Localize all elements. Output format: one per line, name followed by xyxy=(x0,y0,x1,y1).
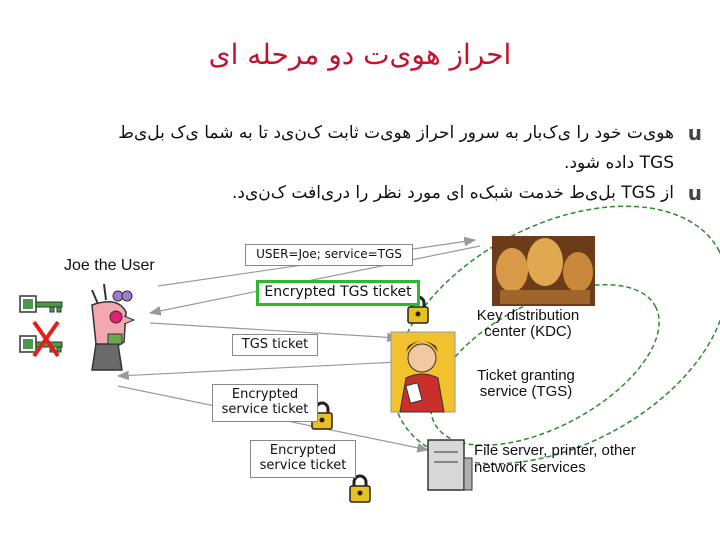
file-server-label: File server, printer, other network serv… xyxy=(474,442,636,476)
tgs-group-outline xyxy=(430,283,660,447)
user-label: Joe the User xyxy=(64,257,155,274)
bullet-line: از TGS بل‌ی‌ط خدمت شبک‌ه ای مورد نظر را … xyxy=(232,183,674,203)
slide-title: احراز هوی‌ت دو مرحله ای xyxy=(208,38,512,71)
cerberus-icon xyxy=(492,236,595,306)
encrypted-tgs-ticket-box: Encrypted TGS ticket xyxy=(256,280,420,306)
arrow-service-ticket-return xyxy=(116,361,399,381)
bullet-item-1: u هوی‌ت خود را ی‌ک‌بار به سرور احراز هوی… xyxy=(42,118,702,178)
encrypted-service-ticket-box-1: Encrypted service ticket xyxy=(212,384,318,422)
file-server-icon xyxy=(427,439,473,491)
kdc-label: Key distribution center (KDC) xyxy=(476,307,580,340)
user-key-icon xyxy=(19,295,63,313)
arrow-encrypted-tgs xyxy=(148,245,481,316)
user-figure-icon xyxy=(91,283,136,371)
request-message-box: USER=Joe; service=TGS xyxy=(245,244,413,266)
bullet-marker: u xyxy=(687,121,702,145)
lock-icon xyxy=(348,474,372,504)
bullet-line: TGS داده شود. xyxy=(564,153,674,173)
arrow-tgs-ticket xyxy=(149,322,400,343)
cross-icon xyxy=(32,320,60,358)
bullet-marker: u xyxy=(687,181,702,205)
tgs-service-label: Ticket granting service (TGS) xyxy=(477,367,575,400)
bullet-item-2: u از TGS بل‌ی‌ط خدمت شبک‌ه ای مورد نظر ر… xyxy=(42,178,702,208)
ticket-agent-icon xyxy=(390,331,456,413)
encrypted-service-ticket-box-2: Encrypted service ticket xyxy=(250,440,356,478)
bullet-list: u هوی‌ت خود را ی‌ک‌بار به سرور احراز هوی… xyxy=(42,118,702,208)
bullet-line: هوی‌ت خود را ی‌ک‌بار به سرور احراز هوی‌ت… xyxy=(118,123,674,143)
tgs-ticket-box: TGS ticket xyxy=(232,334,318,356)
